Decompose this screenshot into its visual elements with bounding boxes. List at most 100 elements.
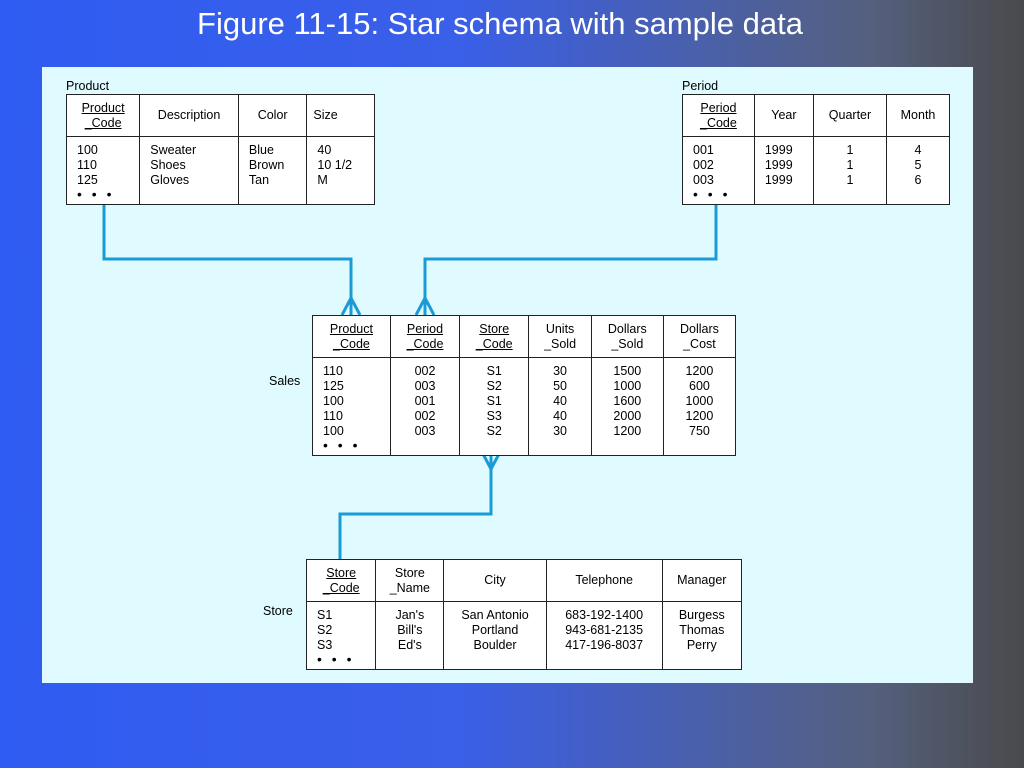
sales-dollars-cost-header: Dollars_Cost [662,315,737,358]
sales-dollars-sold-header: Dollars_Sold [590,315,664,358]
period-table-label: Period [682,79,719,93]
sales-table: Product_Code Period_Code Store_Code Unit… [312,315,737,456]
period-month-cell: 4 [886,136,950,158]
sales-dollars-sold-cell: 1000 [590,379,664,394]
period-more-rows: • • • [693,186,731,202]
sales-period-code-cell: 002 [389,357,461,379]
sales-more-rows: • • • [323,437,361,453]
sales-store-code-cell: S1 [459,357,530,379]
sales-dollars-cost-cell: 1200 [662,357,737,379]
sales-dollars-sold-cell: 2000 [590,409,664,424]
sales-units-sold-cell: 50 [528,379,592,394]
sales-store-code-cell: S2 [459,379,530,394]
sales-dollars-sold-cell: 1200 [590,424,664,439]
store-telephone-cell: 417-196-8037 [545,638,663,653]
slide-title: Figure 11-15: Star schema with sample da… [197,6,803,41]
period-month-cell: 6 [886,173,950,188]
store-telephone-cell: 683-192-1400 [545,601,663,623]
period-code-cell: 003 [682,173,755,188]
sales-units-sold-cell: 30 [528,357,592,379]
product-more-rows: • • • [77,186,115,202]
product-size-cell: 40 [306,136,375,158]
product-size-header: Size [306,94,375,137]
sales-dollars-sold-cell: 1600 [590,394,664,409]
product-color-cell: Brown [237,158,308,173]
period-quarter-header: Quarter [812,94,888,137]
period-month-header: Month [886,94,950,137]
sales-units-sold-cell: 40 [528,394,592,409]
store-manager-cell: Thomas [661,623,743,638]
store-manager-header: Manager [661,559,743,602]
sales-dollars-cost-cell: 1000 [662,394,737,409]
period-quarter-cell: 1 [812,136,888,158]
sales-units-sold-header: Units_Sold [528,315,592,358]
store-name-cell: Bill's [375,623,445,638]
store-city-cell: San Antonio [443,601,547,623]
period-code-cell: 001 [682,136,755,158]
sales-period-code-header: Period_Code [389,315,461,358]
store-city-cell: Portland [443,623,547,638]
product-size-cell: M [306,173,375,188]
product-description-cell: Shoes [139,158,239,173]
sales-dollars-cost-cell: 750 [662,424,737,439]
product-color-cell: Blue [237,136,308,158]
store-name-cell: Ed's [375,638,445,653]
store-table-label: Store [263,604,293,618]
period-month-cell: 5 [886,158,950,173]
product-code-cell: 125 [65,173,141,188]
sales-period-code-cell: 003 [389,379,461,394]
store-telephone-header: Telephone [545,559,663,602]
sales-store-code-cell: S3 [459,409,530,424]
sales-store-code-cell: S2 [459,424,530,439]
product-size-cell: 10 1/2 [306,158,375,173]
sales-product-code-cell: 110 [312,409,391,424]
store-table: Store_Code Store_Name City Telephone Man… [305,559,743,670]
period-quarter-cell: 1 [812,158,888,173]
period-year-cell: 1999 [753,158,814,173]
store-city-header: City [443,559,547,602]
store-manager-cell: Burgess [661,601,743,623]
store-name-header: Store_Name [375,559,445,602]
product-description-cell: Sweater [139,136,239,158]
period-year-cell: 1999 [753,136,814,158]
store-city-cell: Boulder [443,638,547,653]
sales-product-code-cell: 100 [312,424,391,439]
period-code-header: Period_Code [682,94,755,137]
store-name-cell: Jan's [375,601,445,623]
product-color-header: Color [237,94,308,137]
sales-dollars-cost-cell: 1200 [662,409,737,424]
sales-period-code-cell: 002 [389,409,461,424]
store-code-cell: S1 [305,601,377,623]
store-code-cell: S2 [305,623,377,638]
period-year-header: Year [753,94,814,137]
product-description-cell: Gloves [139,173,239,188]
sales-dollars-cost-cell: 600 [662,379,737,394]
product-table-label: Product [66,79,110,93]
product-color-cell: Tan [237,173,308,188]
store-code-cell: S3 [305,638,377,653]
sales-period-code-cell: 001 [389,394,461,409]
sales-product-code-cell: 100 [312,394,391,409]
sales-product-code-cell: 125 [312,379,391,394]
sales-store-code-header: Store_Code [459,315,530,358]
sales-store-code-cell: S1 [459,394,530,409]
product-description-header: Description [139,94,239,137]
sales-period-code-cell: 003 [389,424,461,439]
sales-product-code-header: Product_Code [312,315,391,358]
period-code-cell: 002 [682,158,755,173]
store-manager-cell: Perry [661,638,743,653]
sales-table-label: Sales [269,374,301,388]
period-quarter-cell: 1 [812,173,888,188]
store-more-rows: • • • [317,651,355,667]
product-code-cell: 100 [65,136,141,158]
sales-product-code-cell: 110 [312,357,391,379]
period-year-cell: 1999 [753,173,814,188]
sales-dollars-sold-cell: 1500 [590,357,664,379]
sales-units-sold-cell: 30 [528,424,592,439]
sales-units-sold-cell: 40 [528,409,592,424]
store-telephone-cell: 943-681-2135 [545,623,663,638]
store-code-header: Store_Code [305,559,377,602]
product-code-cell: 110 [65,158,141,173]
